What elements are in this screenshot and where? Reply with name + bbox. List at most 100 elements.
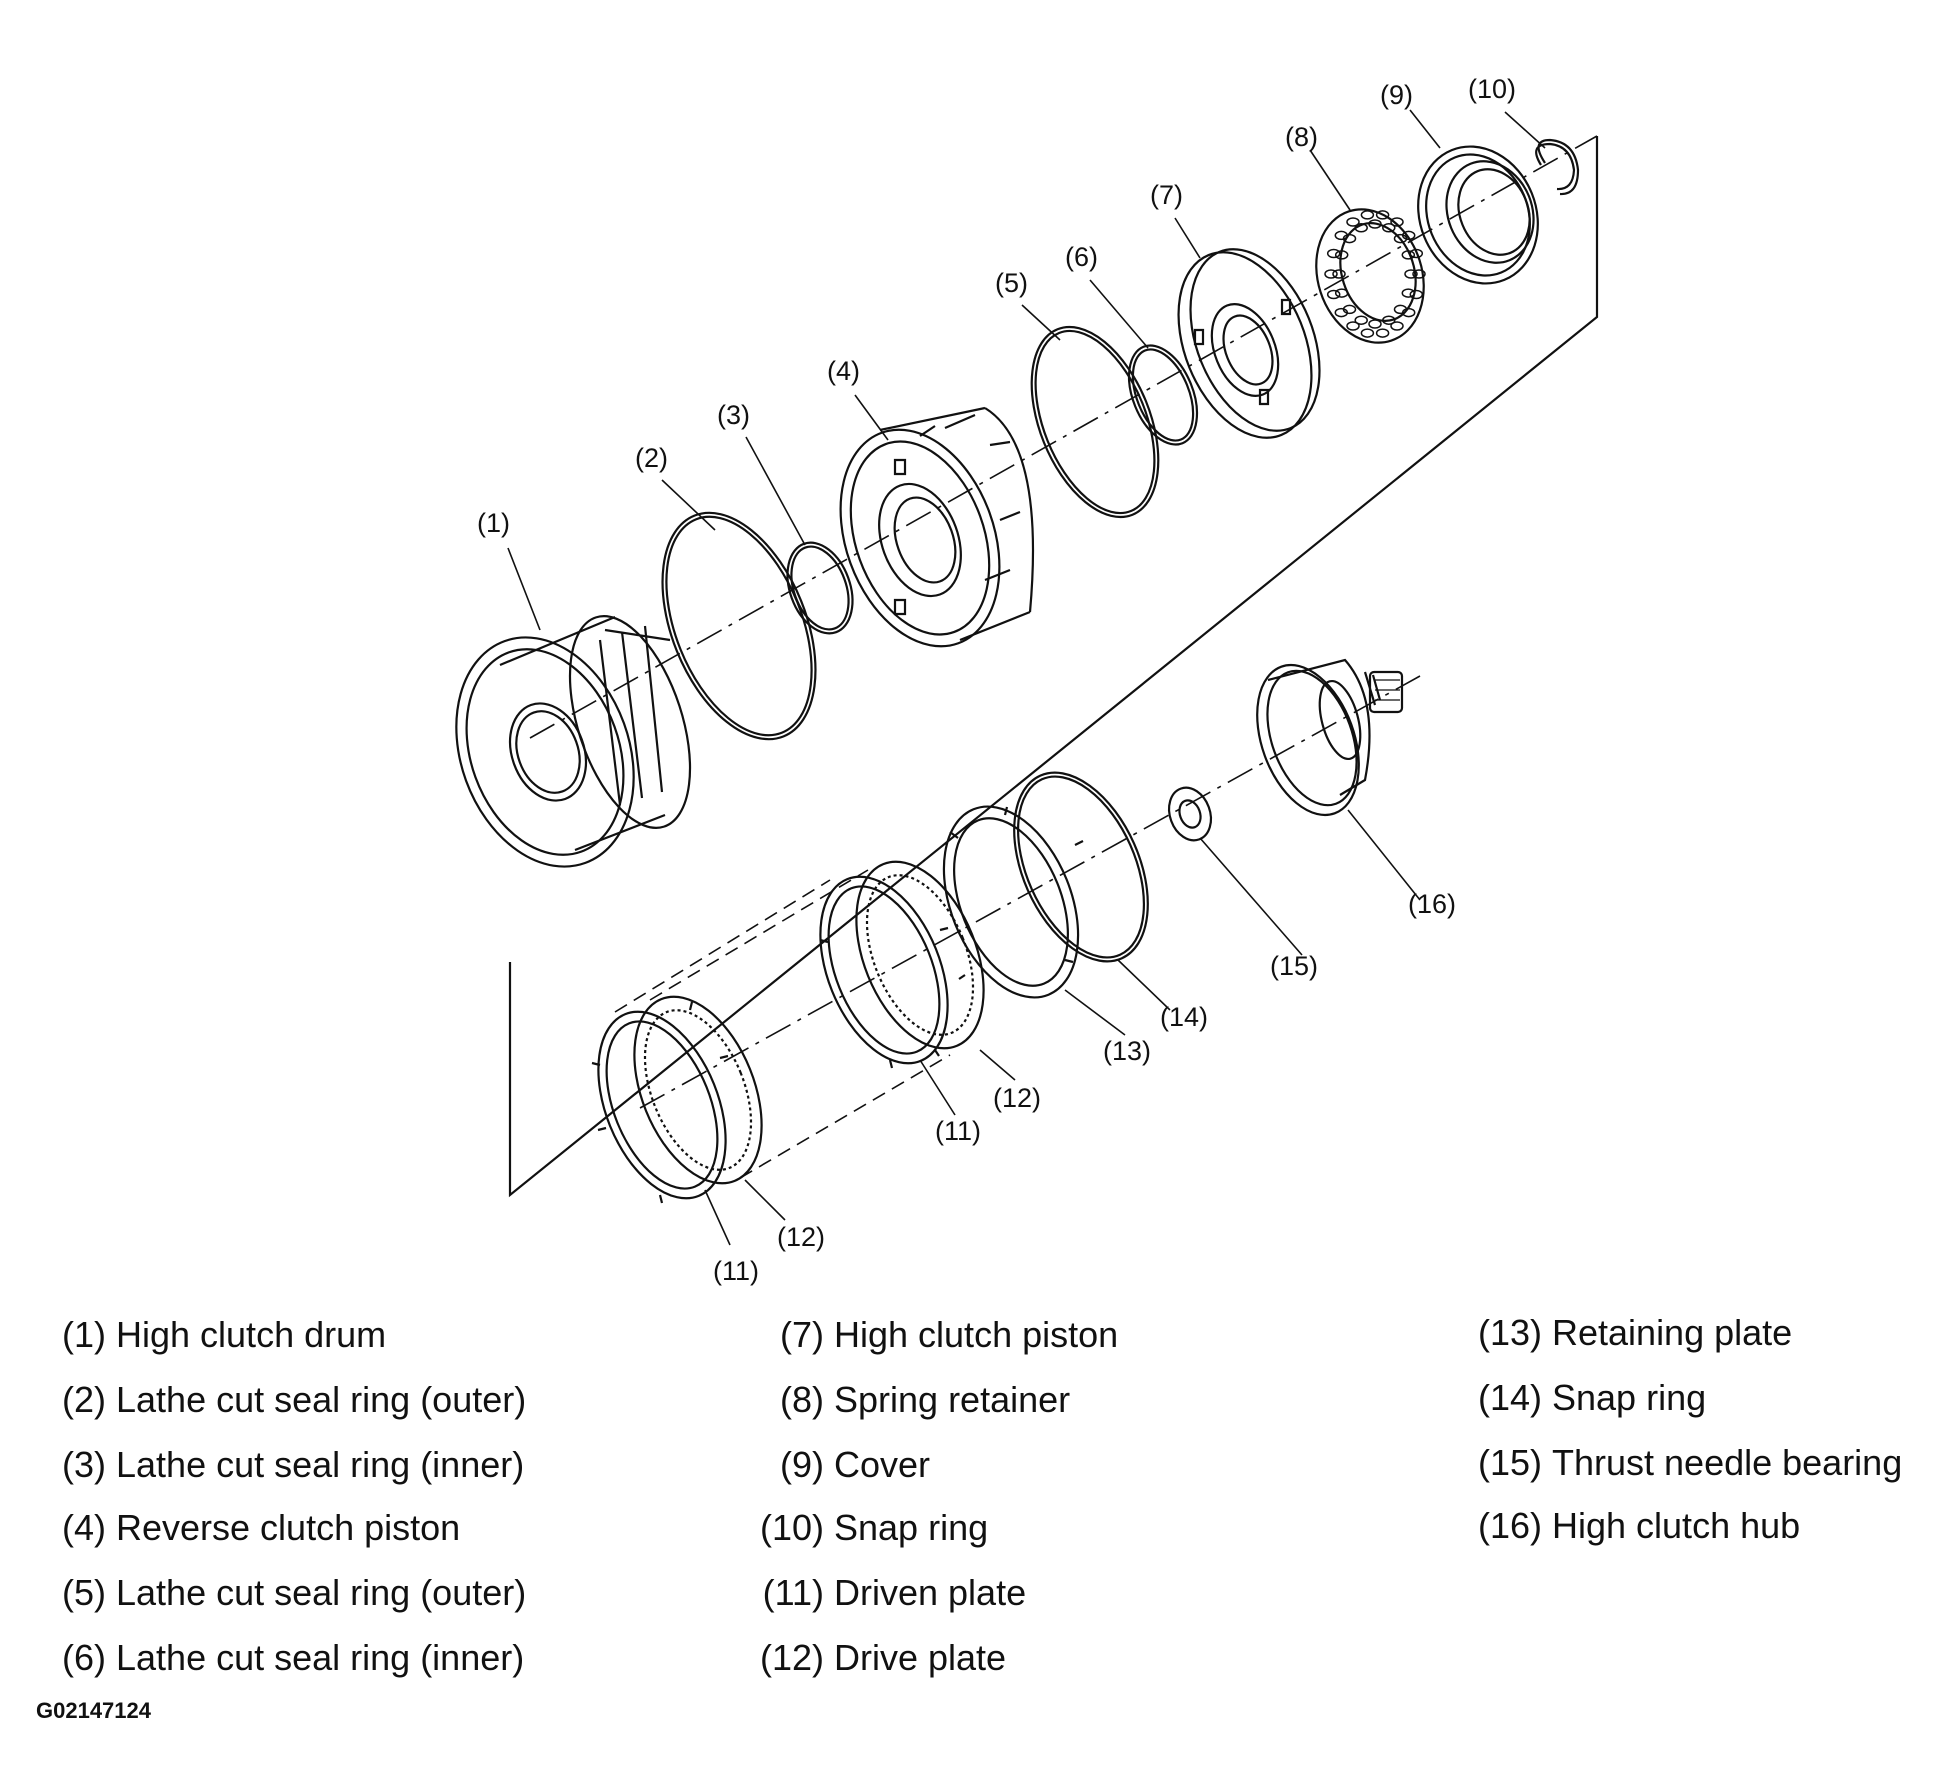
- spring-coil: [1328, 291, 1340, 299]
- callout-15: (15): [1270, 951, 1318, 981]
- legend-label: High clutch piston: [834, 1314, 1119, 1355]
- legend-label: Cover: [834, 1444, 931, 1485]
- legend-number: (5): [62, 1572, 106, 1613]
- legend-label: Lathe cut seal ring (outer): [116, 1379, 527, 1420]
- legend-label: Drive plate: [834, 1637, 1007, 1678]
- high-clutch-drum: [426, 601, 714, 891]
- callout-7: (7): [1150, 180, 1183, 210]
- legend-number: (11): [762, 1572, 824, 1613]
- callout-11-lower: (11): [713, 1256, 759, 1286]
- spring-coil: [1369, 220, 1381, 228]
- legend-number: (13): [1477, 1312, 1542, 1353]
- spring-coil: [1405, 270, 1417, 278]
- high-clutch-hub: [1238, 651, 1402, 829]
- spring-coil: [1336, 289, 1348, 297]
- figure-code: G02147124: [36, 1698, 151, 1723]
- spring-coil: [1333, 270, 1345, 278]
- callout-16: (16): [1408, 889, 1456, 919]
- lathe-cut-seal-ring-inner-6: [1127, 344, 1199, 446]
- callout-3: (3): [717, 400, 750, 430]
- lathe-cut-seal-ring-inner-6-inner: [1131, 348, 1195, 442]
- leader-lines: [507, 109, 1546, 1246]
- spring-coil: [1355, 224, 1367, 232]
- callout-5: (5): [995, 268, 1028, 298]
- assembly-outline: [508, 136, 1599, 1198]
- spring-coil: [1336, 251, 1348, 259]
- plate-set-dash-2: [649, 869, 869, 1001]
- legend-number: (2): [62, 1379, 106, 1420]
- drive-plate-lower: [609, 978, 786, 1202]
- snap-ring-14: [1013, 771, 1149, 963]
- lathe-cut-seal-ring-outer-5: [1030, 325, 1160, 519]
- plate-set-dash-3: [739, 1054, 951, 1179]
- legend-label: Snap ring: [1552, 1377, 1707, 1418]
- spring-coil: [1377, 211, 1389, 219]
- thrust-needle-bearing: [1162, 782, 1218, 846]
- upper-axis-line: [529, 135, 1598, 739]
- lathe-cut-seal-ring-outer-5-inner: [1034, 329, 1156, 515]
- legend-number: (3): [62, 1444, 106, 1485]
- legend-number: (1): [62, 1314, 106, 1355]
- spring-coil: [1383, 224, 1395, 232]
- callout-12-upper: (12): [993, 1083, 1041, 1113]
- lower-axis-line: [639, 675, 1421, 1109]
- spring-coil: [1410, 250, 1422, 258]
- legend-number: (7): [780, 1314, 824, 1355]
- legend-number: (4): [62, 1507, 106, 1548]
- lathe-cut-seal-ring-inner-3-inner: [790, 545, 850, 631]
- callout-12-lower: (12): [777, 1222, 825, 1252]
- spring-coil: [1361, 329, 1373, 337]
- legend-number: (6): [62, 1637, 106, 1678]
- spring-coil: [1347, 218, 1359, 226]
- spring-coil: [1325, 270, 1337, 278]
- spring-coil: [1347, 322, 1359, 330]
- spring-retainer: [1300, 195, 1441, 356]
- legend-label: Snap ring: [834, 1507, 989, 1548]
- legend-number: (10): [759, 1507, 824, 1548]
- spring-coil: [1344, 305, 1356, 313]
- spring-coil: [1395, 235, 1407, 243]
- callout-4: (4): [827, 356, 860, 386]
- spring-coil: [1391, 218, 1403, 226]
- callout-11-upper: (11): [935, 1116, 981, 1146]
- callout-1: (1): [477, 508, 510, 538]
- legend-number: (9): [780, 1444, 824, 1485]
- legend-label: Lathe cut seal ring (outer): [116, 1572, 527, 1613]
- callout-8: (8): [1285, 122, 1318, 152]
- legend-label: Lathe cut seal ring (inner): [116, 1444, 525, 1485]
- legend-label: Thrust needle bearing: [1552, 1442, 1903, 1483]
- legend-number: (12): [759, 1637, 824, 1678]
- spring-coil: [1355, 316, 1367, 324]
- plate-set-dash-1: [614, 879, 831, 1013]
- high-clutch-piston: [1153, 230, 1344, 457]
- legend-label: Reverse clutch piston: [116, 1507, 461, 1548]
- drive-plate-upper: [831, 843, 1008, 1067]
- legend-label: Lathe cut seal ring (inner): [116, 1637, 525, 1678]
- legend-number: (14): [1477, 1377, 1542, 1418]
- callout-9: (9): [1380, 80, 1413, 110]
- callout-10: (10): [1468, 74, 1516, 104]
- callout-2: (2): [635, 443, 668, 473]
- legend-number: (8): [780, 1379, 824, 1420]
- legend-label: Spring retainer: [834, 1379, 1071, 1420]
- driven-plate-lower: [573, 993, 750, 1217]
- spring-coil: [1328, 250, 1340, 258]
- spring-coil: [1383, 316, 1395, 324]
- spring-coil: [1413, 270, 1425, 278]
- legend-number: (16): [1477, 1505, 1542, 1546]
- parts-legend: (1) High clutch drum (2) Lathe cut seal …: [0, 1300, 1938, 1720]
- spring-coil: [1402, 251, 1414, 259]
- callout-labels: (1) (2) (3) (4) (5) (6) (7) (8) (9) (10)…: [477, 74, 1516, 1286]
- callout-13: (13): [1103, 1036, 1151, 1066]
- exploded-diagram: (1) (2) (3) (4) (5) (6) (7) (8) (9) (10)…: [0, 74, 1599, 1286]
- legend-label: Retaining plate: [1552, 1312, 1793, 1353]
- lathe-cut-seal-ring-outer-2: [661, 511, 817, 741]
- spring-coil: [1391, 322, 1403, 330]
- callout-6: (6): [1065, 242, 1098, 272]
- legend-number: (15): [1477, 1442, 1542, 1483]
- spring-coil: [1344, 235, 1356, 243]
- legend-label: High clutch drum: [116, 1314, 387, 1355]
- spring-coil: [1377, 329, 1389, 337]
- legend-label: High clutch hub: [1552, 1505, 1801, 1546]
- spring-coil: [1410, 291, 1422, 299]
